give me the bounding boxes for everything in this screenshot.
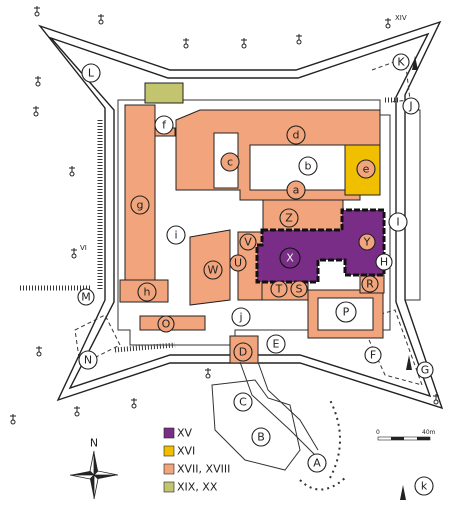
map-labels: L K J I f b i j M N E F G C B A k P d c … (77, 53, 434, 496)
scale-bar: 0 40m (376, 429, 436, 441)
svg-text:i: i (174, 229, 177, 242)
label-X: X (279, 247, 301, 269)
label-e: e (356, 159, 376, 179)
label-Y: Y (358, 233, 376, 251)
label-B: B (251, 427, 271, 447)
roman-xiv: XIV (395, 14, 407, 22)
label-h: h (137, 282, 157, 302)
svg-text:Y: Y (363, 236, 371, 249)
svg-text:XVI: XVI (177, 445, 195, 458)
label-T: T (270, 280, 288, 298)
label-M: M (77, 288, 95, 306)
buildings-17-18 (119, 104, 385, 364)
label-K: K (392, 53, 410, 71)
label-J: J (402, 97, 420, 115)
svg-text:h: h (144, 286, 151, 299)
svg-text:U: U (234, 257, 242, 270)
svg-text:D: D (239, 346, 247, 359)
label-b: b (298, 156, 318, 176)
svg-text:j: j (238, 311, 242, 324)
svg-text:X: X (286, 252, 294, 265)
label-j: j (231, 307, 251, 327)
svg-text:F: F (370, 349, 376, 362)
south-approach (211, 361, 346, 491)
scale-end: 40m (422, 429, 436, 436)
svg-text:d: d (293, 129, 300, 142)
roman-vi: VI (80, 244, 87, 252)
legend-item-19-20: XIX, XX (163, 481, 218, 494)
label-g: g (130, 195, 150, 215)
label-E: E (266, 334, 286, 354)
svg-text:W: W (208, 264, 219, 277)
label-S: S (290, 280, 308, 298)
label-d: d (286, 125, 306, 145)
svg-text:O: O (162, 318, 171, 331)
label-P: P (335, 301, 357, 323)
svg-text:N: N (84, 354, 92, 367)
svg-text:k: k (421, 480, 428, 493)
label-c: c (220, 152, 240, 172)
label-V: V (239, 233, 257, 251)
svg-text:J: J (408, 100, 412, 113)
svg-text:g: g (137, 199, 144, 212)
svg-text:b: b (305, 160, 312, 173)
svg-text:c: c (227, 156, 233, 169)
fortress-walls (37, 20, 444, 410)
label-N: N (78, 350, 98, 370)
label-L: L (81, 63, 101, 83)
svg-text:T: T (275, 283, 283, 296)
svg-text:I: I (396, 216, 399, 229)
svg-text:XIX, XX: XIX, XX (177, 481, 218, 494)
label-R: R (361, 275, 379, 293)
grave-crosses (10, 6, 439, 425)
label-a: a (286, 180, 306, 200)
legend-item-17-18: XVII, XVIII (163, 463, 230, 476)
building-19-20 (144, 82, 184, 104)
compass-rose: N (69, 437, 119, 500)
label-C: C (233, 392, 253, 412)
svg-text:G: G (421, 364, 430, 377)
label-H: H (375, 253, 393, 271)
svg-text:K: K (397, 56, 405, 69)
label-f: f (154, 115, 174, 135)
svg-text:f: f (162, 119, 167, 132)
label-W: W (203, 260, 223, 280)
svg-text:C: C (239, 396, 247, 409)
legend-item-16: XVI (163, 445, 195, 458)
label-A: A (307, 453, 327, 473)
svg-text:R: R (366, 278, 374, 291)
svg-text:P: P (343, 306, 350, 319)
label-i: i (166, 225, 186, 245)
scale-start: 0 (376, 429, 380, 436)
monument-icons (400, 56, 418, 500)
svg-text:E: E (273, 338, 280, 351)
label-F: F (364, 346, 382, 364)
label-k: k (414, 476, 434, 496)
svg-text:Z: Z (285, 212, 293, 225)
svg-text:B: B (257, 431, 265, 444)
svg-text:e: e (363, 163, 370, 176)
svg-text:H: H (380, 256, 388, 269)
label-O: O (157, 315, 175, 333)
legend-item-15: XV (163, 427, 193, 440)
svg-text:S: S (296, 283, 303, 296)
compass-north: N (90, 437, 98, 450)
label-Z: Z (279, 208, 299, 228)
svg-text:A: A (313, 457, 321, 470)
svg-text:V: V (244, 236, 252, 249)
label-D: D (233, 342, 253, 362)
label-U: U (229, 254, 247, 272)
svg-text:XV: XV (177, 427, 193, 440)
label-I: I (388, 212, 408, 232)
label-G: G (416, 361, 434, 379)
svg-text:M: M (81, 291, 91, 304)
svg-text:a: a (293, 184, 300, 197)
legend: XV XVI XVII, XVIII XIX, XX (163, 427, 230, 494)
svg-text:L: L (88, 67, 95, 80)
svg-text:XVII, XVIII: XVII, XVIII (177, 463, 230, 476)
